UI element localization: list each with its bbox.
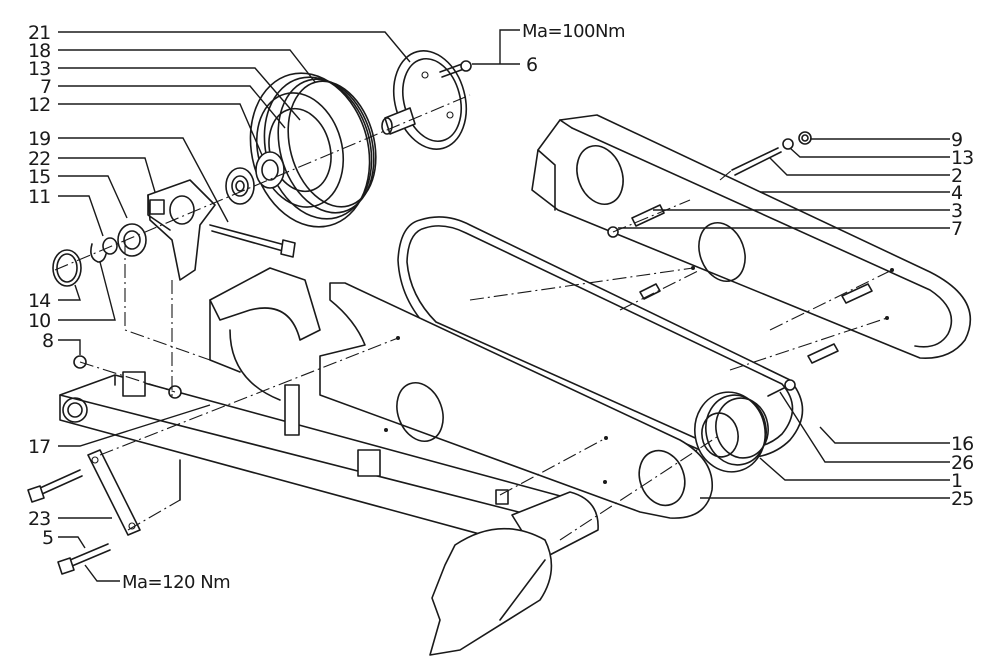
callout-13: 13: [28, 58, 50, 80]
small-pulley: [694, 391, 769, 473]
callout-12: 12: [28, 94, 50, 116]
callout-2: 2: [951, 165, 962, 187]
torque-label-top: Ma=100Nm: [522, 21, 625, 42]
callout-11: 11: [28, 186, 50, 208]
callout-10: 10: [28, 310, 50, 332]
torque-label-bottom: Ma=120 Nm: [122, 572, 230, 593]
callout-17: 17: [28, 436, 50, 458]
callout-6: 6: [526, 54, 537, 76]
callout-13-right: 13: [951, 147, 973, 169]
callout-1: 1: [951, 470, 962, 492]
mounting-bracket: [122, 267, 509, 505]
callout-3: 3: [951, 200, 962, 222]
callout-9: 9: [951, 129, 962, 151]
belt-guard-cover: [531, 114, 972, 359]
callout-22: 22: [28, 148, 50, 170]
flange-hub: [381, 50, 467, 150]
large-pulley: [249, 72, 377, 228]
motor: [429, 491, 599, 656]
callout-26: 26: [951, 452, 973, 474]
callout-14: 14: [28, 290, 51, 312]
callout-5: 5: [42, 527, 53, 549]
callout-labels-left: 21 18 13 7 12 19 22 15 11 14 10 8 17 23 …: [28, 22, 231, 593]
callout-7-right: 7: [951, 218, 962, 240]
frame-plate: [319, 282, 713, 519]
callout-21: 21: [28, 22, 50, 44]
assembly-lines: [54, 94, 893, 541]
callout-23: 23: [28, 508, 50, 530]
tensioner-arm: [147, 179, 216, 281]
callout-19: 19: [28, 128, 50, 150]
callout-18: 18: [28, 40, 50, 62]
callout-15: 15: [28, 166, 50, 188]
callout-7: 7: [40, 76, 51, 98]
callout-4: 4: [951, 182, 963, 204]
callout-25: 25: [951, 488, 973, 510]
callout-labels-right: Ma=100Nm 6 9 13 2 4 3 7 16 26 1 25: [522, 21, 974, 510]
callout-8: 8: [42, 330, 53, 352]
tension-bolt: [209, 224, 296, 258]
leader-lines: [58, 29, 950, 582]
callout-16: 16: [951, 433, 973, 455]
